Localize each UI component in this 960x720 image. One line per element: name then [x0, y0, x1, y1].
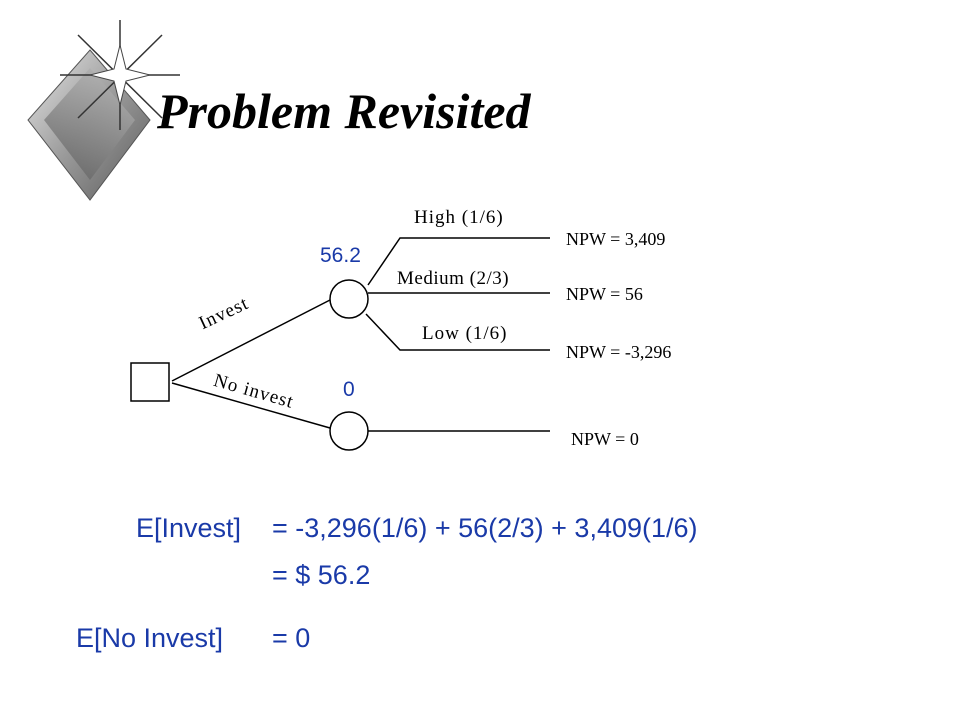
equation-invest-result: = $ 56.2: [272, 560, 371, 590]
star-diamond-logo: [27, 20, 180, 201]
branch-invest-line: [171, 299, 331, 382]
expected-value-no-invest: 0: [343, 378, 355, 401]
equation-no-invest-lhs: E[No Invest]: [76, 623, 224, 653]
outcome-label-low: Low (1/6): [422, 323, 508, 344]
outcome-label-high: High (1/6): [414, 207, 504, 228]
equation-invest-lhs: E[Invest]: [136, 513, 242, 543]
branch-high-line: [367, 237, 550, 286]
equation-no-invest-rhs: = 0: [272, 623, 311, 653]
chance-node-no-invest: [329, 411, 369, 451]
chance-node-invest: [329, 279, 369, 319]
equation-invest-rhs: = -3,296(1/6) + 56(2/3) + 3,409(1/6): [272, 513, 698, 543]
branch-low-line: [365, 313, 550, 351]
payoff-low: NPW = -3,296: [566, 342, 672, 362]
payoff-medium: NPW = 56: [566, 284, 643, 304]
expected-value-invest: 56.2: [320, 244, 361, 267]
decision-node: [130, 362, 170, 402]
slide-title: Problem Revisited: [157, 83, 531, 139]
payoff-high: NPW = 3,409: [566, 229, 666, 249]
branch-no-invest-line: [171, 382, 331, 429]
payoff-zero: NPW = 0: [571, 429, 639, 449]
outcome-label-medium: Medium (2/3): [397, 268, 510, 289]
